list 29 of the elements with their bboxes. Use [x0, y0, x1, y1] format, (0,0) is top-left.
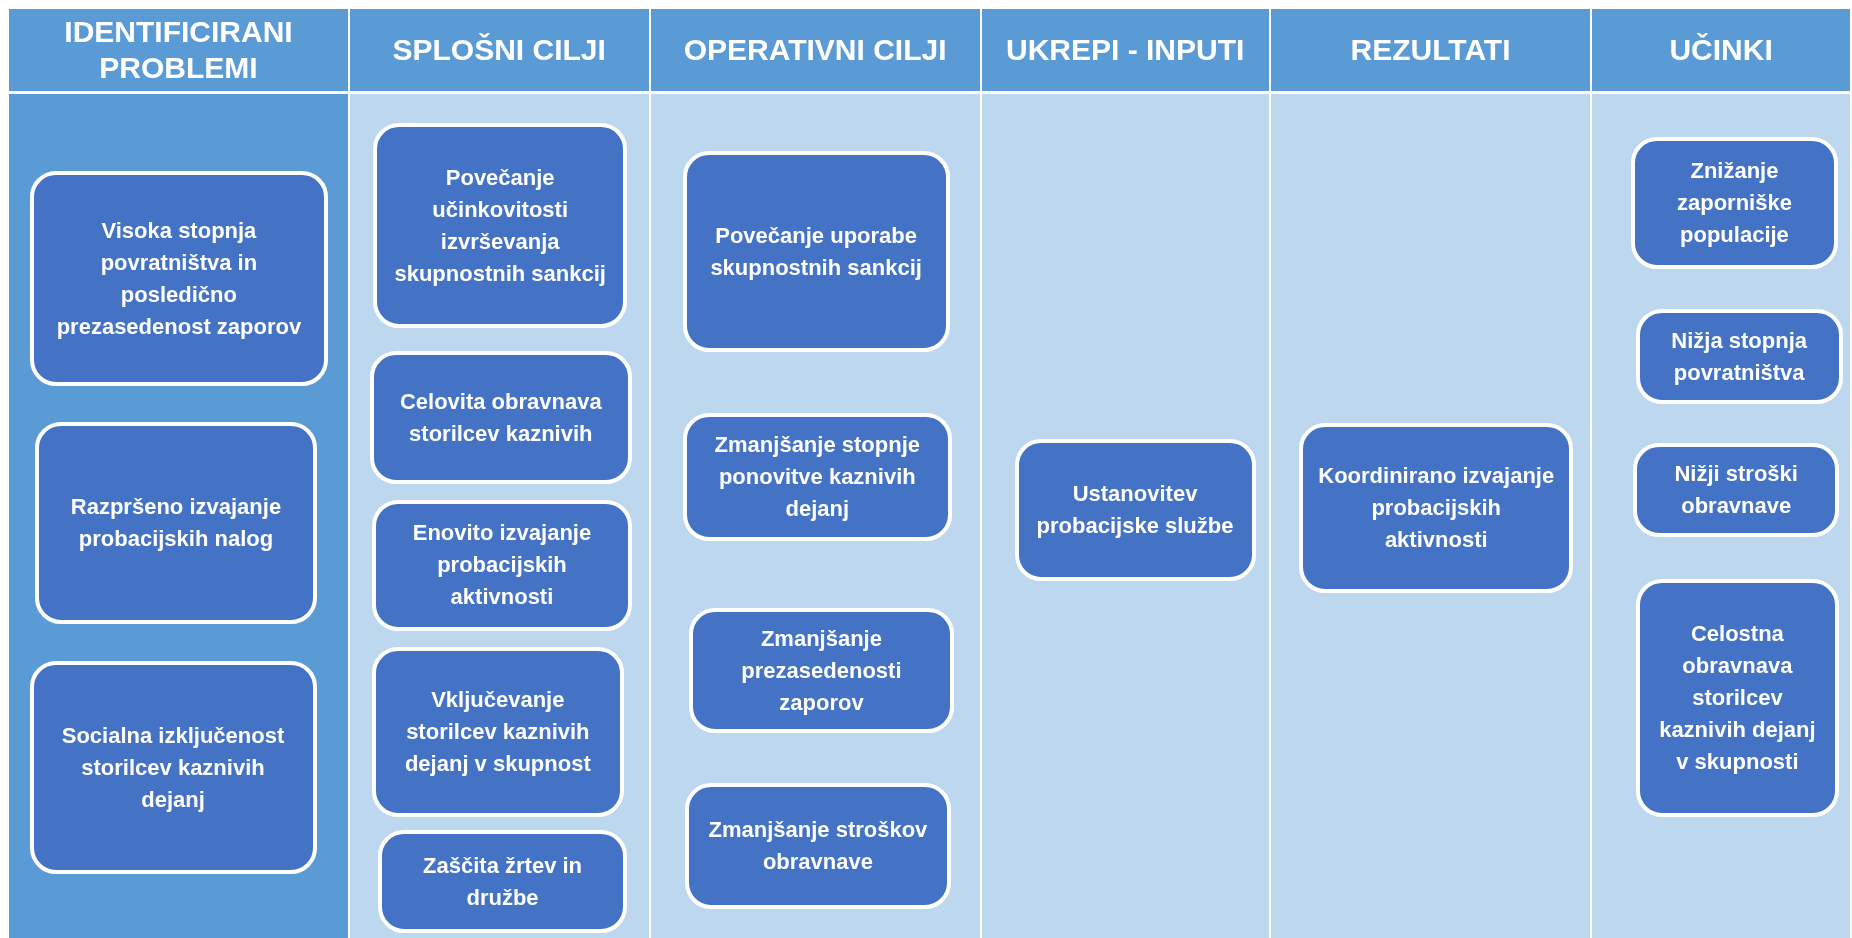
column-band [650, 9, 982, 938]
rounded-text-box: Zmanjšanje stopnje ponovitve kaznivih dejanj [682, 413, 952, 541]
rounded-text-box: Povečanje učinkovitosti izvrševanja skupnostnih sankcij [373, 122, 628, 329]
rounded-text-box: Znižanje zaporniške populacije [1631, 137, 1838, 270]
column-band [981, 9, 1271, 938]
column-band [1592, 9, 1852, 938]
rounded-text-box: Povečanje uporabe skupnostnih sankcij [682, 151, 950, 352]
rounded-text-box: Celovita obravnava storilcev kaznivih [369, 350, 632, 485]
column-heading: UČINKI [1592, 9, 1850, 95]
column-band [9, 9, 350, 938]
column-heading: SPLOŠNI CILJI [349, 9, 649, 95]
rounded-text-box: Ustanovitev probacijske službe [1014, 439, 1256, 582]
rounded-text-box: Socialna izključenost storilcev kaznivih dejanj [29, 661, 317, 874]
column-heading: OPERATIVNI CILJI [650, 9, 980, 95]
rounded-text-box: Zmanjšanje prezasedenosti zaporov [688, 608, 955, 734]
column-band [1270, 9, 1593, 938]
rounded-text-box: Nižji stroški obravnave [1633, 442, 1839, 538]
rounded-text-box: Razpršeno izvajanje probacijskih nalog [35, 421, 317, 624]
column-band [349, 9, 651, 938]
rounded-text-box: Zaščita žrtev in družbe [377, 830, 628, 934]
rounded-text-box: Nižja stopnja povratništva [1635, 309, 1843, 404]
column-heading: UKREPI - INPUTI [981, 9, 1269, 95]
column-heading: REZULTATI [1270, 9, 1591, 95]
rounded-text-box: Vključevanje storilcev kaznivih dejanj v skupnost [372, 647, 624, 818]
rounded-text-box: Enovito izvajanje probacijskih aktivnosti [372, 499, 632, 631]
rounded-text-box: Visoka stopnja povratništva in posledično prezasedenost zaporov [29, 171, 329, 387]
rounded-text-box: Zmanjšanje stroškov obravnave [685, 783, 951, 910]
rounded-text-box: Koordinirano izvajanje probacijskih aktivnosti [1299, 422, 1574, 593]
rounded-text-box: Celostna obravnava storilcev kaznivih dejanj v skupnosti [1635, 578, 1839, 818]
